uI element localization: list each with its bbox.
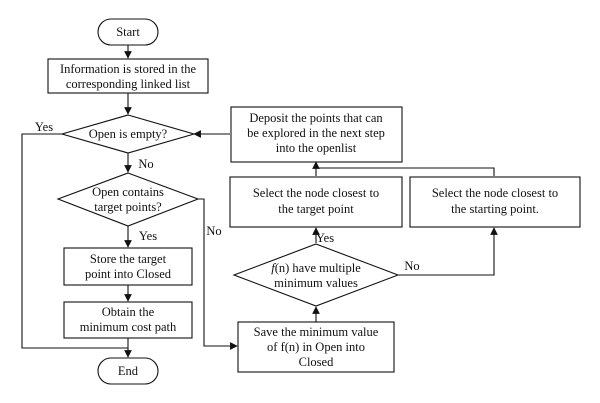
info-box [47,58,209,94]
info-label-1: Information is stored in the [60,62,197,76]
open-empty-label: Open is empty? [89,127,168,141]
select-start-label-1: Select the node closest to [432,186,558,200]
obtain-label-1: Obtain the [102,305,155,319]
fn-multiple-decision [232,243,400,307]
store-box [63,247,193,286]
edge-label-yes-multiple: Yes [316,231,334,245]
edge-label-yes-empty: Yes [35,120,53,134]
deposit-label-2: be explored in the next step [247,126,385,140]
fn-arg: (n) [275,261,290,275]
store-label-1: Store the target [90,252,167,266]
fn-rest: have multiple [289,261,361,275]
open-contains-label-1: Open contains [92,185,164,199]
fn-multiple-label-2: minimum values [274,276,358,290]
edge-label-no-multiple: No [404,259,419,273]
edge-selectstart-deposit [316,167,495,176]
obtain-box [63,301,193,339]
save-label-3: Closed [299,355,334,369]
start-terminal [97,18,159,46]
open-empty-decision [60,114,196,154]
deposit-box [230,106,403,163]
save-label-1: Save the minimum value [254,325,379,339]
fn-multiple-label-1: f(n) have multiple [271,261,361,275]
fn-symbol: f [271,261,276,275]
edge-label-no-empty: No [138,157,153,171]
edge-label-no-contains: No [206,224,221,238]
obtain-label-2: minimum cost path [80,320,177,334]
end-label: End [118,364,139,378]
edge-openempty-yes [21,133,128,349]
select-target-box [229,176,403,228]
save-box [237,321,395,373]
edge-label-yes-contains: Yes [139,229,157,243]
select-start-box [409,176,581,228]
open-contains-label-2: target points? [94,200,162,214]
open-contains-decision [56,172,200,227]
edge-fn-selectstart [398,227,498,276]
deposit-label-3: into the openlist [276,141,357,155]
info-label-2: corresponding linked list [66,77,191,91]
deposit-label-1: Deposit the points that can [249,111,383,125]
select-target-label-2: the target point [278,202,354,216]
select-start-label-2: the starting point. [451,202,539,216]
select-target-label-1: Select the node closest to [253,186,379,200]
save-label-2: of f(n) in Open into [267,340,365,354]
edge-contains-no [198,198,238,350]
end-terminal [97,357,159,385]
store-label-2: point into Closed [85,267,172,281]
start-label: Start [116,25,140,39]
